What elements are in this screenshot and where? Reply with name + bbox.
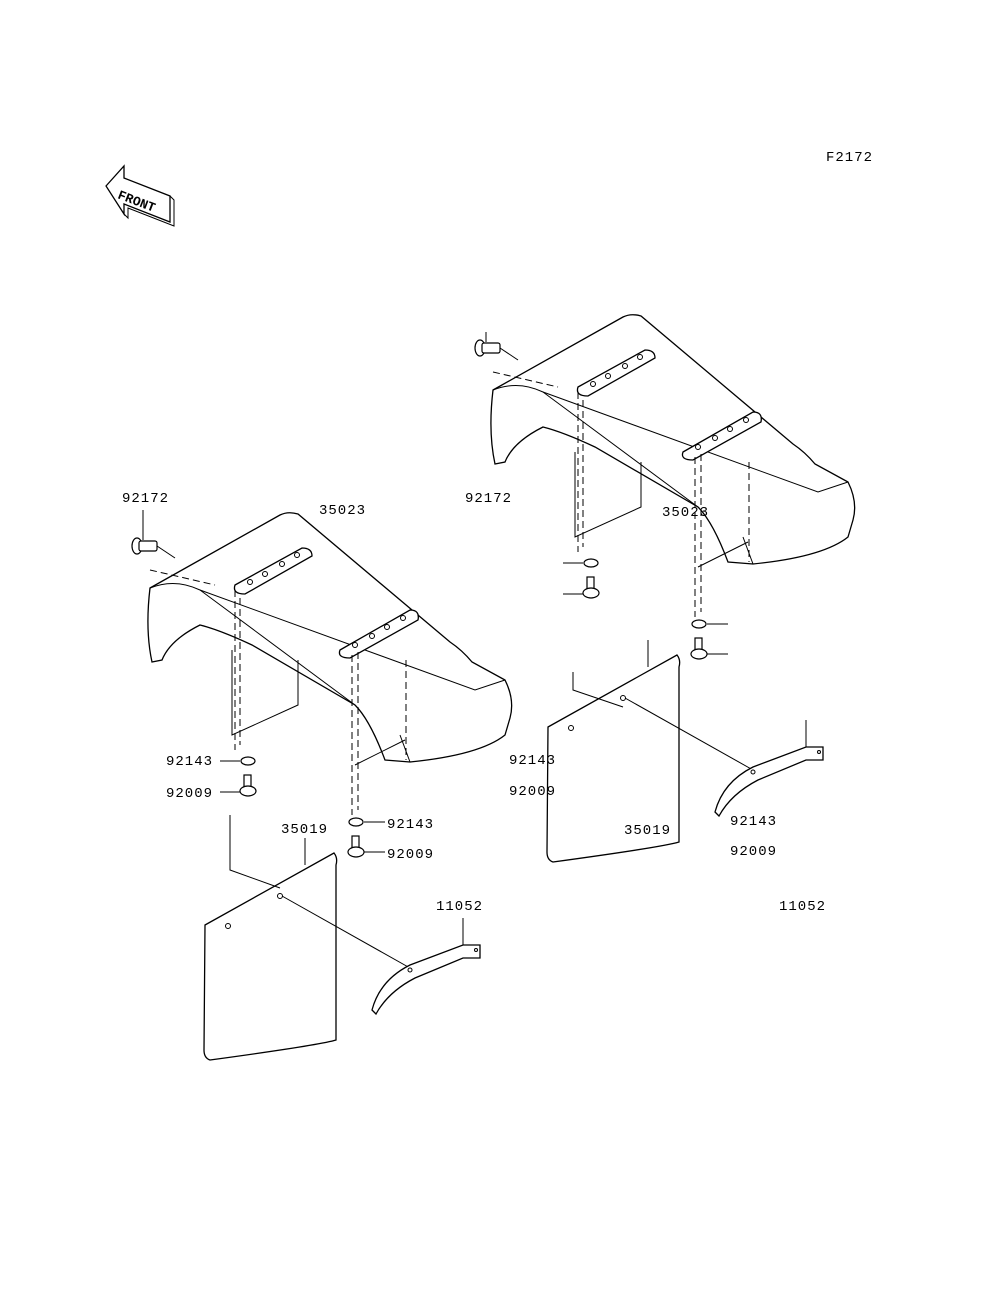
- label-bolt-92009-left: 92009: [166, 786, 213, 802]
- label-bracket-11052: 11052: [779, 899, 826, 915]
- mud-flap-35019: [203, 815, 411, 1061]
- label-washer-92143-left: 92143: [166, 754, 213, 770]
- label-bolt-92172: 92172: [465, 491, 512, 507]
- label-fender-35023: 35023: [662, 505, 709, 521]
- washer-92143-left: [563, 558, 599, 568]
- fender-35023: [147, 512, 513, 815]
- bolt-92172: [474, 332, 519, 361]
- label-bracket-11052: 11052: [436, 899, 483, 915]
- label-mud-flap-35019: 35019: [281, 822, 328, 838]
- label-bolt-92172: 92172: [122, 491, 169, 507]
- label-fender-35023: 35023: [319, 503, 366, 519]
- diagram-code: F2172: [826, 150, 873, 166]
- assembly-right: 92172 35023 92143 92009 92143 92009 3501…: [465, 314, 856, 915]
- fender-35023: [490, 314, 856, 617]
- mud-flap-35019: [546, 640, 754, 863]
- bolt-92009-right: [690, 637, 728, 660]
- bolt-92009-left: [220, 774, 257, 797]
- washer-92143-right: [348, 817, 385, 827]
- bracket-11052: [714, 720, 824, 818]
- label-bolt-92009-right: 92009: [387, 847, 434, 863]
- assembly-left: 92172 35023 92143 92009 92143 92009 3501…: [122, 491, 513, 1061]
- label-washer-92143-right: 92143: [387, 817, 434, 833]
- label-mud-flap-35019: 35019: [624, 823, 671, 839]
- washer-92143-right: [691, 619, 728, 629]
- bolt-92009-right: [347, 835, 385, 858]
- bracket-11052: [371, 918, 481, 1016]
- bolt-92172: [131, 510, 176, 559]
- label-washer-92143-left: 92143: [509, 753, 556, 769]
- washer-92143-left: [220, 756, 256, 766]
- label-washer-92143-right: 92143: [730, 814, 777, 830]
- label-bolt-92009-right: 92009: [730, 844, 777, 860]
- front-arrow-icon: FRONT: [105, 164, 175, 227]
- bolt-92009-left: [563, 576, 600, 599]
- label-bolt-92009-left: 92009: [509, 784, 556, 800]
